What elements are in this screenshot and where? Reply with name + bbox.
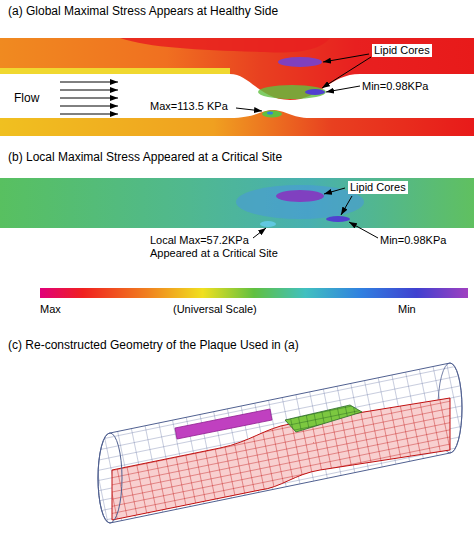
panel-a-vessel [0,38,474,136]
callout-label: Lipid Cores [372,44,432,57]
scale-end-label: Max [40,303,61,316]
panel-title: (b) Local Maximal Stress Appeared at a C… [8,150,282,164]
plaque-wireframe [98,363,462,523]
flow-label: Flow [14,91,39,105]
color-scale-bar [40,288,468,298]
scale-end-label: Min [398,303,416,316]
value-label: Min=0.98KPa [362,80,428,93]
value-label: Local Max=57.2KPa Appeared at a Critical… [150,234,290,260]
panel-title: (c) Re-constructed Geometry of the Plaqu… [8,338,299,352]
scale-caption: (Universal Scale) [173,303,257,316]
value-label: Max=113.5 KPa [150,100,228,113]
panel-b-vessel [0,178,474,238]
callout-label: Lipid Cores [348,181,408,194]
value-label: Min=0.98KPa [380,234,446,247]
panel-title: (a) Global Maximal Stress Appears at Hea… [8,4,278,18]
